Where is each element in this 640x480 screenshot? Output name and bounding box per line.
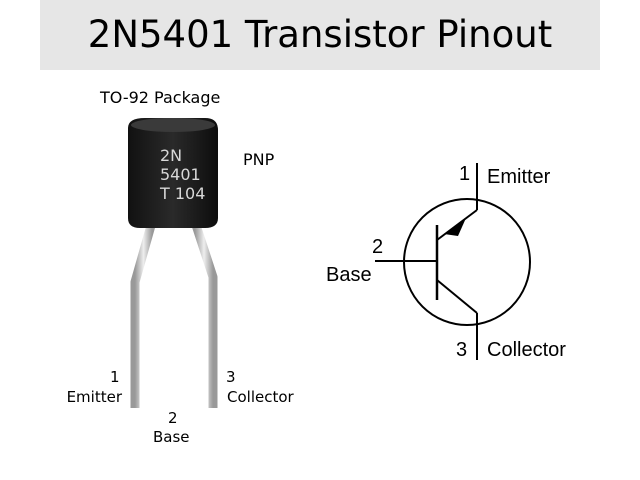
photo-pin3-number: 3 — [226, 368, 236, 386]
emitter-arrow-icon — [444, 218, 466, 236]
photo-pin1-number: 1 — [110, 368, 120, 386]
symbol-pin1-number: 1 — [459, 163, 471, 185]
symbol-pin1-name: Emitter — [487, 166, 551, 188]
symbol-pin3-number: 3 — [456, 339, 468, 361]
type-label: PNP — [243, 150, 275, 169]
symbol-pin2-name: Base — [326, 264, 372, 286]
photo-pin2-name: Base — [153, 428, 190, 446]
transistor-body — [128, 118, 218, 228]
photo-pin3-name: Collector — [227, 388, 294, 406]
emitter-lead — [130, 220, 157, 408]
body-marking: 2N 5401 T 104 — [160, 146, 206, 203]
symbol-pin2-number: 2 — [372, 236, 384, 258]
transistor-leads — [130, 220, 218, 408]
photo-pin1-name: Emitter — [66, 388, 122, 406]
page-title: 2N5401 Transistor Pinout — [40, 0, 600, 70]
package-label: TO-92 Package — [100, 88, 221, 107]
transistor-symbol — [375, 163, 531, 360]
collector-lead — [190, 220, 218, 408]
photo-pin2-number: 2 — [168, 409, 178, 427]
symbol-pin3-name: Collector — [487, 339, 566, 361]
